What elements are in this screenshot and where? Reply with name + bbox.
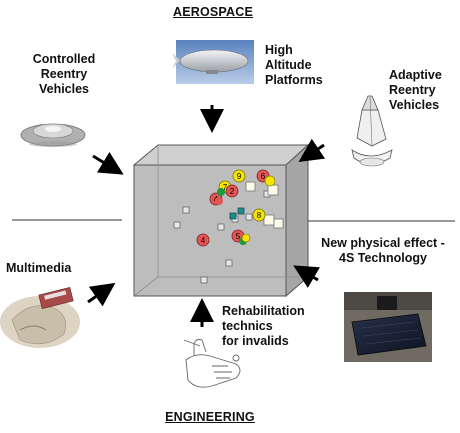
marker-4-lower: 4: [196, 233, 210, 247]
label-line: 4S Technology: [339, 251, 427, 265]
rehab-device-sketch: [183, 339, 241, 388]
label-adaptive-reentry: Adaptive Reentry Vehicles: [389, 68, 442, 113]
technology-photo: [344, 292, 432, 362]
cube-teal-boxes: [229, 207, 245, 220]
marker-2: 2: [225, 184, 239, 198]
label-line: Adaptive: [389, 68, 442, 82]
label-line: for invalids: [222, 334, 289, 348]
arrow-from-controlled-reentry: [92, 151, 124, 175]
label-controlled-reentry: Controlled Reentry Vehicles: [16, 52, 112, 97]
label-line: Rehabilitation: [222, 304, 305, 318]
marker-label: 5: [236, 232, 241, 241]
adaptive-vehicle-image: [351, 95, 393, 167]
label-line: High: [265, 43, 293, 57]
arrow-from-multimedia: [87, 282, 116, 307]
marker-8: 8: [252, 208, 266, 222]
label-new-physical-effect: New physical effect - 4S Technology: [308, 236, 458, 266]
arrow-from-new-physical: [293, 265, 321, 288]
cube-extra-dots: [215, 175, 276, 245]
label-line: Reentry: [389, 83, 436, 97]
label-line: Reentry: [40, 67, 88, 81]
marker-9-top: 9: [232, 169, 246, 183]
heading-aerospace: AEROSPACE: [172, 5, 254, 19]
marker-label: 7: [223, 183, 228, 192]
label-high-altitude: High Altitude Platforms: [265, 43, 323, 88]
airship-image: [172, 40, 254, 84]
label-line: Controlled: [32, 52, 96, 66]
label-line: New physical effect -: [321, 236, 445, 250]
marker-label: 2: [230, 187, 235, 196]
label-line: Altitude: [265, 58, 312, 72]
arrow-from-adaptive-reentry: [298, 138, 326, 162]
marker-label: 6: [261, 172, 266, 181]
label-line: Platforms: [265, 73, 323, 87]
central-cube: [132, 143, 310, 298]
label-line: Vehicles: [38, 82, 90, 96]
reentry-capsule-image: [20, 123, 86, 147]
label-line: Vehicles: [389, 98, 440, 112]
label-line: Multimedia: [6, 261, 72, 275]
marker-label: 8: [257, 211, 262, 220]
marker-label: 4: [201, 236, 206, 245]
label-rehabilitation: Rehabilitation technics for invalids: [222, 304, 305, 349]
label-line: technics: [222, 319, 273, 333]
marker-label: 9: [237, 172, 242, 181]
multimedia-photo: [0, 286, 80, 348]
heading-engineering: ENGINEERING: [165, 410, 255, 424]
cube-white-cubes: [245, 181, 284, 229]
label-multimedia: Multimedia: [6, 261, 71, 276]
